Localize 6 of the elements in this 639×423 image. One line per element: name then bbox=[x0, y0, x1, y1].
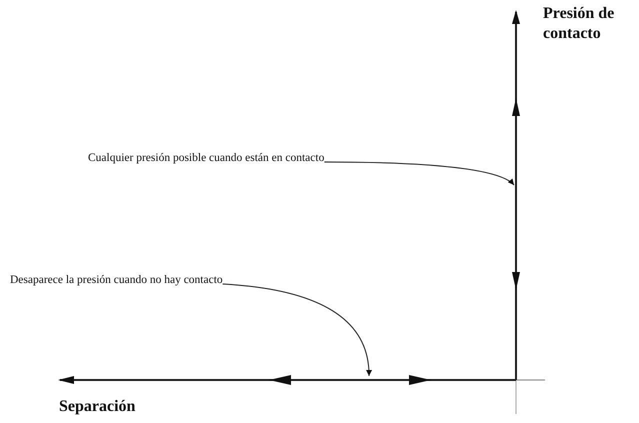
annotation-text: Desaparece la presión cuando no hay contacto bbox=[10, 274, 223, 286]
annotation-text: Cualquier presión posible cuando están en contacto bbox=[88, 152, 324, 164]
axis-label: Presión de contacto bbox=[543, 4, 616, 44]
leader-line bbox=[222, 284, 372, 376]
axis-label: Separación bbox=[59, 397, 136, 417]
leader-line bbox=[324, 162, 514, 186]
